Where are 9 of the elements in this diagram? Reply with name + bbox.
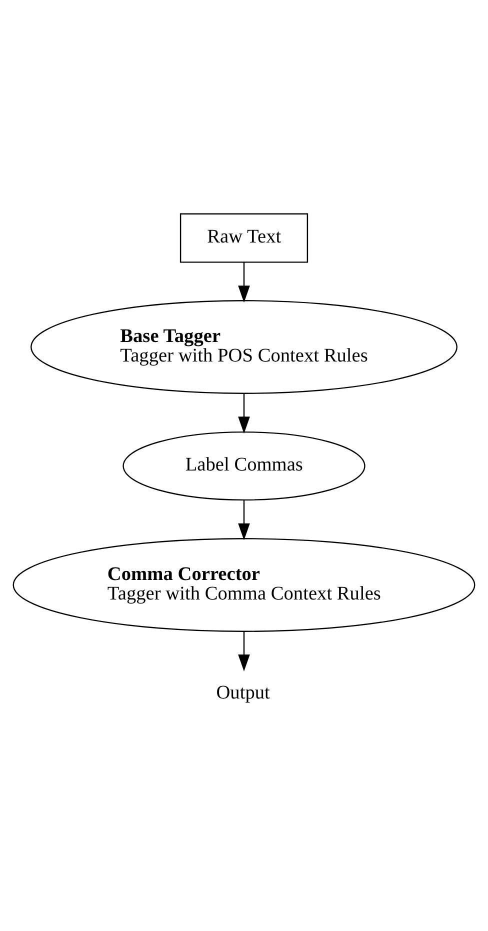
node-ellipse: Base Tagger Tagger with POS Context Rules	[30, 300, 458, 394]
arrow	[238, 500, 250, 540]
node-ellipse: Comma Corrector Tagger with Comma Context Rules	[12, 538, 476, 632]
node-box: Raw Text	[180, 212, 308, 262]
node-text: Output	[216, 682, 270, 704]
arrow	[238, 392, 250, 434]
arrow	[238, 630, 250, 671]
node-ellipse: Label Commas	[122, 430, 366, 500]
arrow	[238, 262, 250, 302]
